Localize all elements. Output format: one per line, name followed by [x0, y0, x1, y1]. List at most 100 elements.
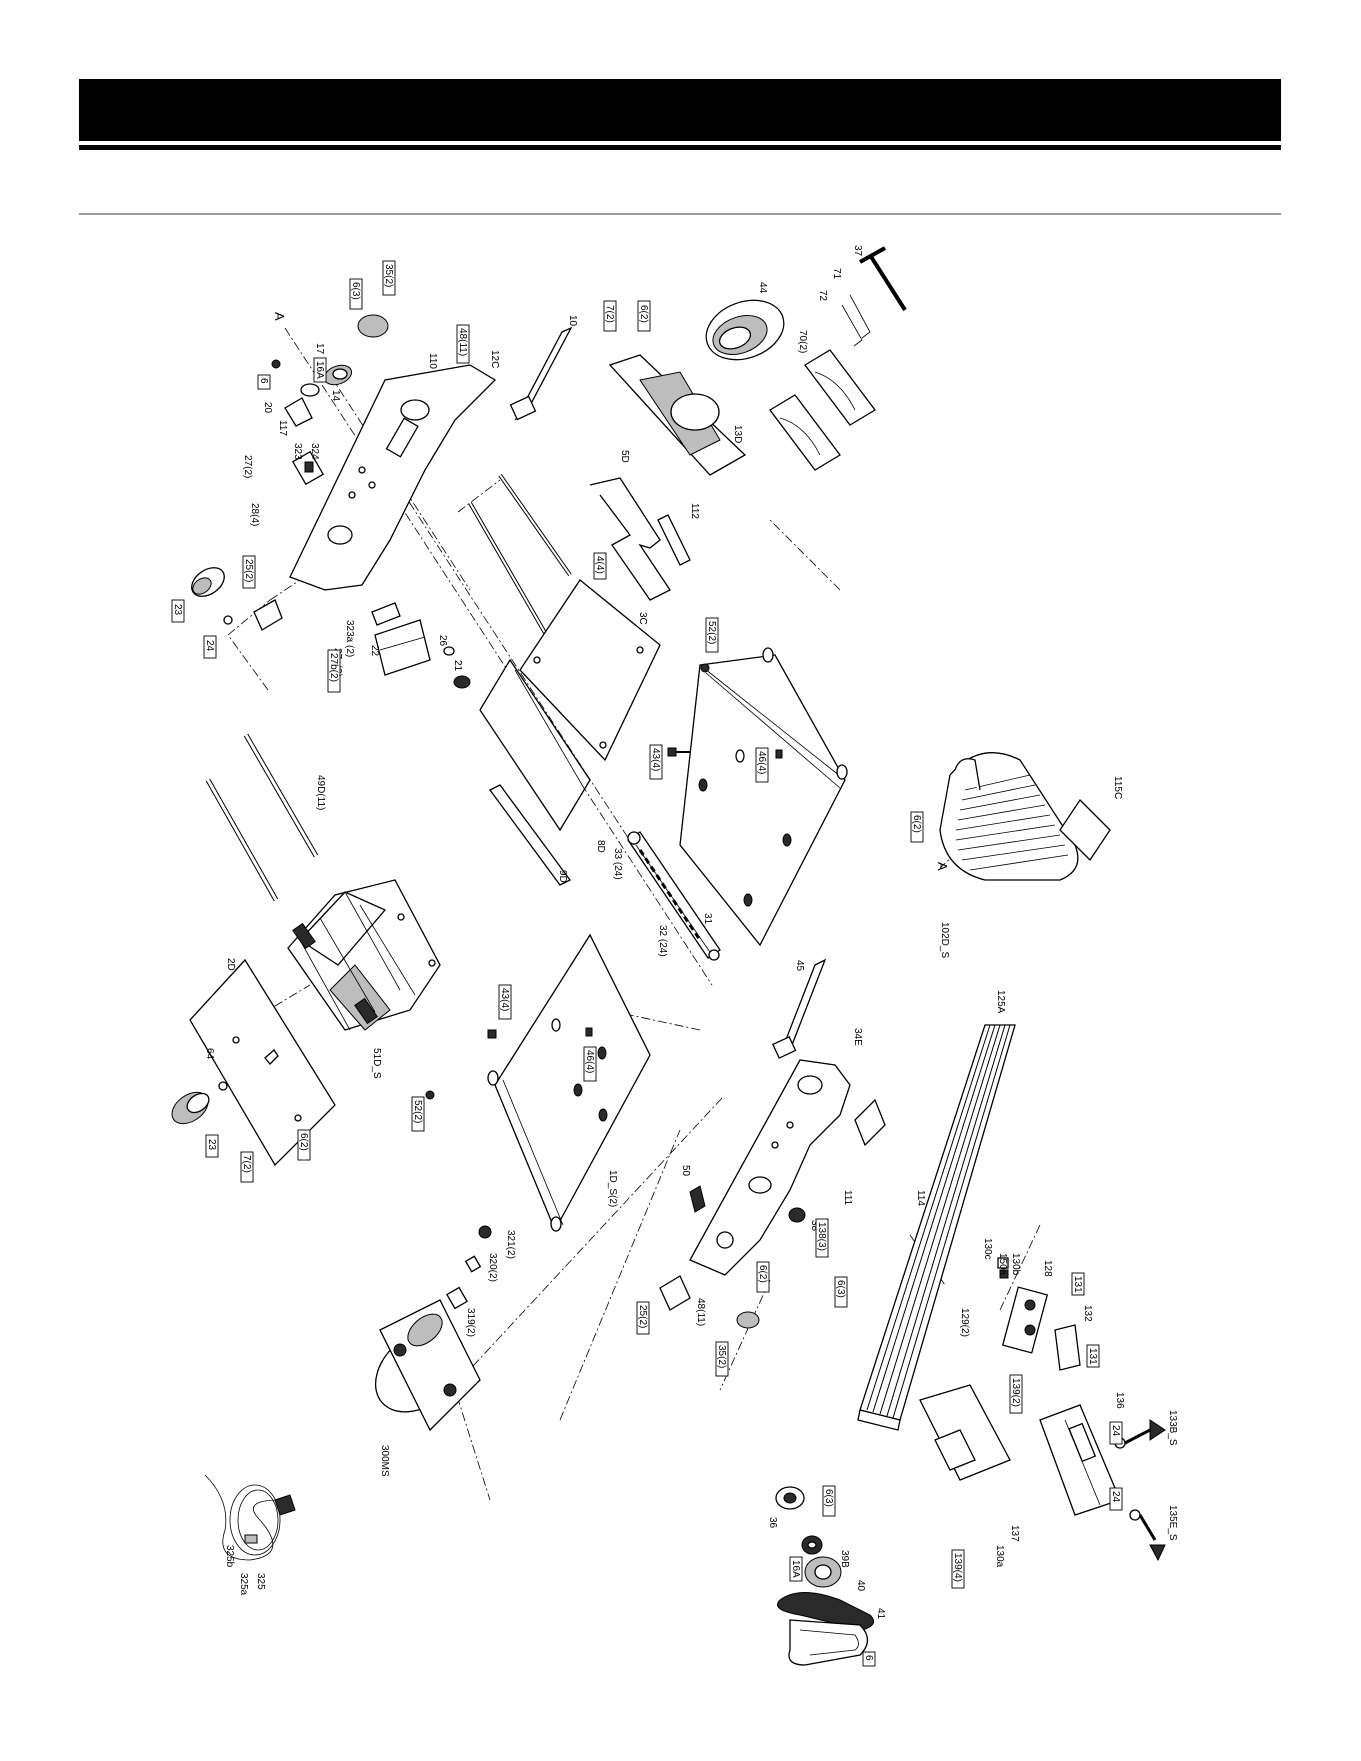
callout-34e: 34E	[852, 1028, 863, 1046]
callout-45: 45	[794, 960, 805, 972]
callout-13d: 13D	[732, 425, 743, 443]
callout-131-a: 131	[1072, 1276, 1083, 1293]
callout-46-4-a: 46(4)	[756, 751, 767, 774]
callout-box-23-a	[171, 599, 185, 623]
bracket-5d	[589, 477, 671, 601]
callout-box-52-2-b	[411, 1096, 425, 1132]
callout-325a: 325a	[238, 1573, 249, 1596]
power-cord-325	[204, 1474, 296, 1561]
callout-box-7-2-b	[240, 1151, 254, 1183]
bed-table-upper	[679, 647, 848, 947]
callout-box-6-2-b	[297, 1129, 311, 1161]
callout-64: 64	[204, 1048, 215, 1060]
callout-17: 17	[314, 343, 325, 355]
callout-box-23-b	[205, 1134, 219, 1158]
wrench-37	[859, 246, 907, 312]
callout-6-a: 6	[258, 378, 269, 384]
callout-box-43-4-b	[498, 984, 512, 1020]
callout-300ms: 300MS	[379, 1445, 390, 1477]
callout-135e: 135E_S	[1167, 1505, 1178, 1541]
callout-25-2-a: 25(2)	[243, 559, 254, 582]
side-panel-34e	[689, 1059, 851, 1276]
callout-box-6-3-a	[349, 278, 363, 310]
callout-box-24-b	[1109, 1421, 1123, 1445]
callout-43-4-a: 43(4)	[650, 748, 661, 771]
callout-box-43-4-a	[649, 744, 663, 780]
callout-52-2-b: 52(2)	[412, 1100, 423, 1123]
label-112	[657, 514, 691, 566]
callout-323: 323	[292, 443, 303, 460]
callout-1d: 1D_S(2)	[607, 1170, 618, 1207]
switch-box-22	[371, 602, 431, 676]
callout-319: 319(2)	[465, 1308, 476, 1337]
bed-table-lower	[487, 933, 651, 1232]
callout-10: 10	[567, 315, 578, 327]
knob-23	[171, 1081, 228, 1125]
callout-box-25-2-a	[242, 555, 256, 589]
callout-box-131-b	[1086, 1344, 1100, 1368]
callout-72: 72	[817, 290, 828, 302]
callout-128: 128	[1042, 1260, 1053, 1277]
callout-16a-b: 16A	[790, 1560, 801, 1578]
callout-6-2-c: 6(2)	[911, 815, 922, 833]
callout-111: 111	[842, 1190, 853, 1206]
callout-139-4: 139(4)	[952, 1553, 963, 1582]
motor-300ms	[374, 1299, 481, 1432]
callout-125a: 125A	[995, 990, 1006, 1014]
callout-12c: 12C	[489, 350, 500, 368]
callout-38: 38	[809, 1220, 820, 1232]
callout-325b: 325b	[224, 1545, 235, 1568]
callout-131-b: 131	[1087, 1348, 1098, 1365]
cap-35-top	[357, 314, 389, 338]
header-rule	[79, 213, 1281, 215]
callout-22: 22	[369, 645, 380, 657]
callout-box-25-2-b	[636, 1301, 650, 1335]
callout-14: 14	[330, 390, 341, 402]
callout-36: 36	[767, 1517, 778, 1529]
screws-43-46-lower	[425, 1018, 593, 1100]
callout-46-4-b: 46(4)	[584, 1050, 595, 1073]
callout-box-16a-b	[789, 1556, 803, 1582]
callout-28: 28(4)	[249, 503, 260, 526]
callout-6-b: 6	[863, 1655, 874, 1661]
callout-130c: 130c	[982, 1238, 993, 1260]
callout-31: 31	[702, 913, 713, 925]
fence-125a	[857, 1024, 1016, 1431]
pulley-36	[775, 1486, 805, 1510]
panel-8d	[479, 658, 591, 832]
callout-48-11-a: 48(11)	[457, 328, 468, 356]
switch-323-324	[291, 450, 325, 486]
callout-325: 325	[255, 1573, 266, 1590]
callout-324: 324	[309, 443, 320, 460]
callout-24-b: 24	[1110, 1425, 1121, 1437]
callout-box-6-2-a	[637, 300, 651, 332]
bracket-20-117	[271, 359, 313, 427]
callout-6-2-b: 6(2)	[298, 1133, 309, 1151]
callout-27: 27(2)	[242, 455, 253, 478]
callout-box-6-2-c	[910, 811, 924, 843]
callout-137: 137	[1009, 1525, 1020, 1542]
callout-box-6-2-d	[756, 1261, 770, 1293]
rollers-3c	[468, 473, 572, 647]
callout-23-b: 23	[206, 1139, 217, 1151]
cap-35-lower	[736, 1311, 760, 1329]
callout-8d: 8D	[595, 840, 606, 853]
callout-box-52-2-a	[705, 617, 719, 653]
callout-box-48-11-a	[456, 324, 470, 364]
callout-labels: 37 71 72 70(2) 44 13D 6(2) 7(2) 10 12C 4…	[171, 245, 1178, 1667]
callout-box-35-2-b	[715, 1341, 729, 1377]
callout-39b: 39B	[839, 1550, 850, 1568]
callout-32: 32 (24)	[657, 925, 668, 957]
callout-321: 321(2)	[505, 1230, 516, 1259]
plate-3c	[519, 579, 661, 762]
callout-box-4-4	[593, 552, 607, 580]
callout-4-4: 4(4)	[594, 556, 605, 574]
pulley-39b	[804, 1556, 842, 1588]
callout-box-35-2-a	[382, 260, 396, 296]
callout-box-46-4-b	[583, 1046, 597, 1082]
callout-2d: 2D	[225, 958, 236, 971]
hex-keys-71-72	[841, 294, 871, 347]
callout-35-2-a: 35(2)	[383, 264, 394, 287]
callout-129: 129(2)	[959, 1308, 970, 1337]
callout-133b: 133B_S	[1167, 1410, 1178, 1446]
